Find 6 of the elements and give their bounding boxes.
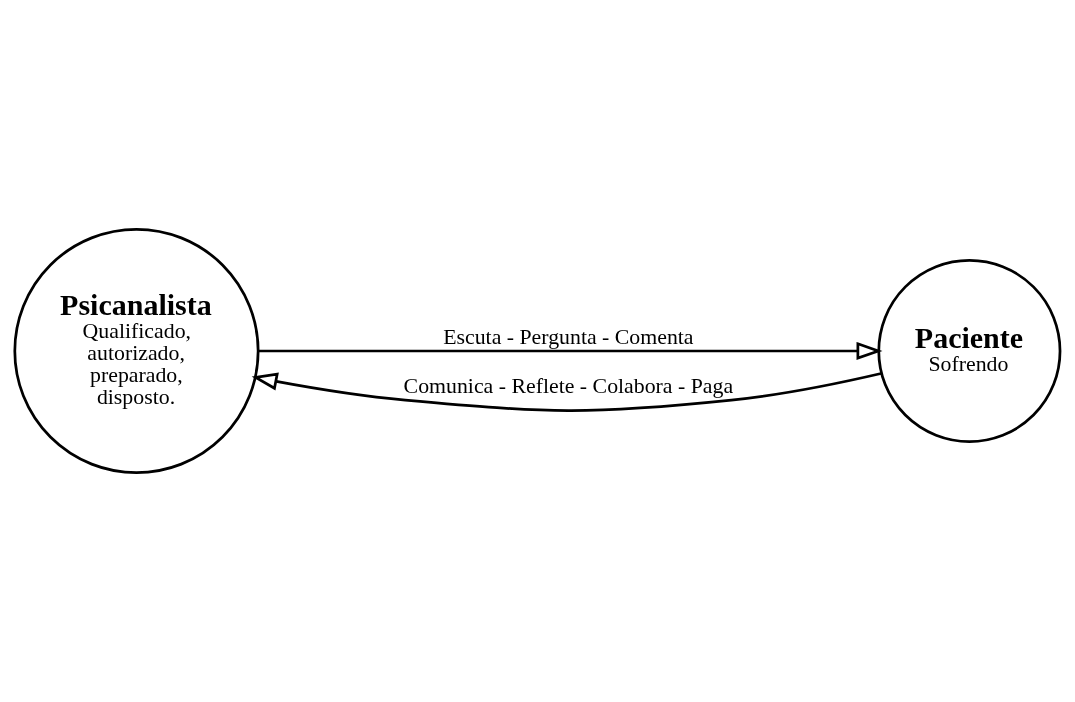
edge-label: Comunica - Reflete - Colabora - Paga <box>403 374 734 399</box>
node-circle: Paciente Sofrendo <box>877 259 1062 443</box>
arrow <box>258 341 883 361</box>
edge-label: Escuta - Pergunta - Comenta <box>443 324 694 349</box>
node-circle: Psicanalista Qualificado, autorizado, preparado, disposto. <box>13 227 260 475</box>
arrow <box>251 372 882 412</box>
